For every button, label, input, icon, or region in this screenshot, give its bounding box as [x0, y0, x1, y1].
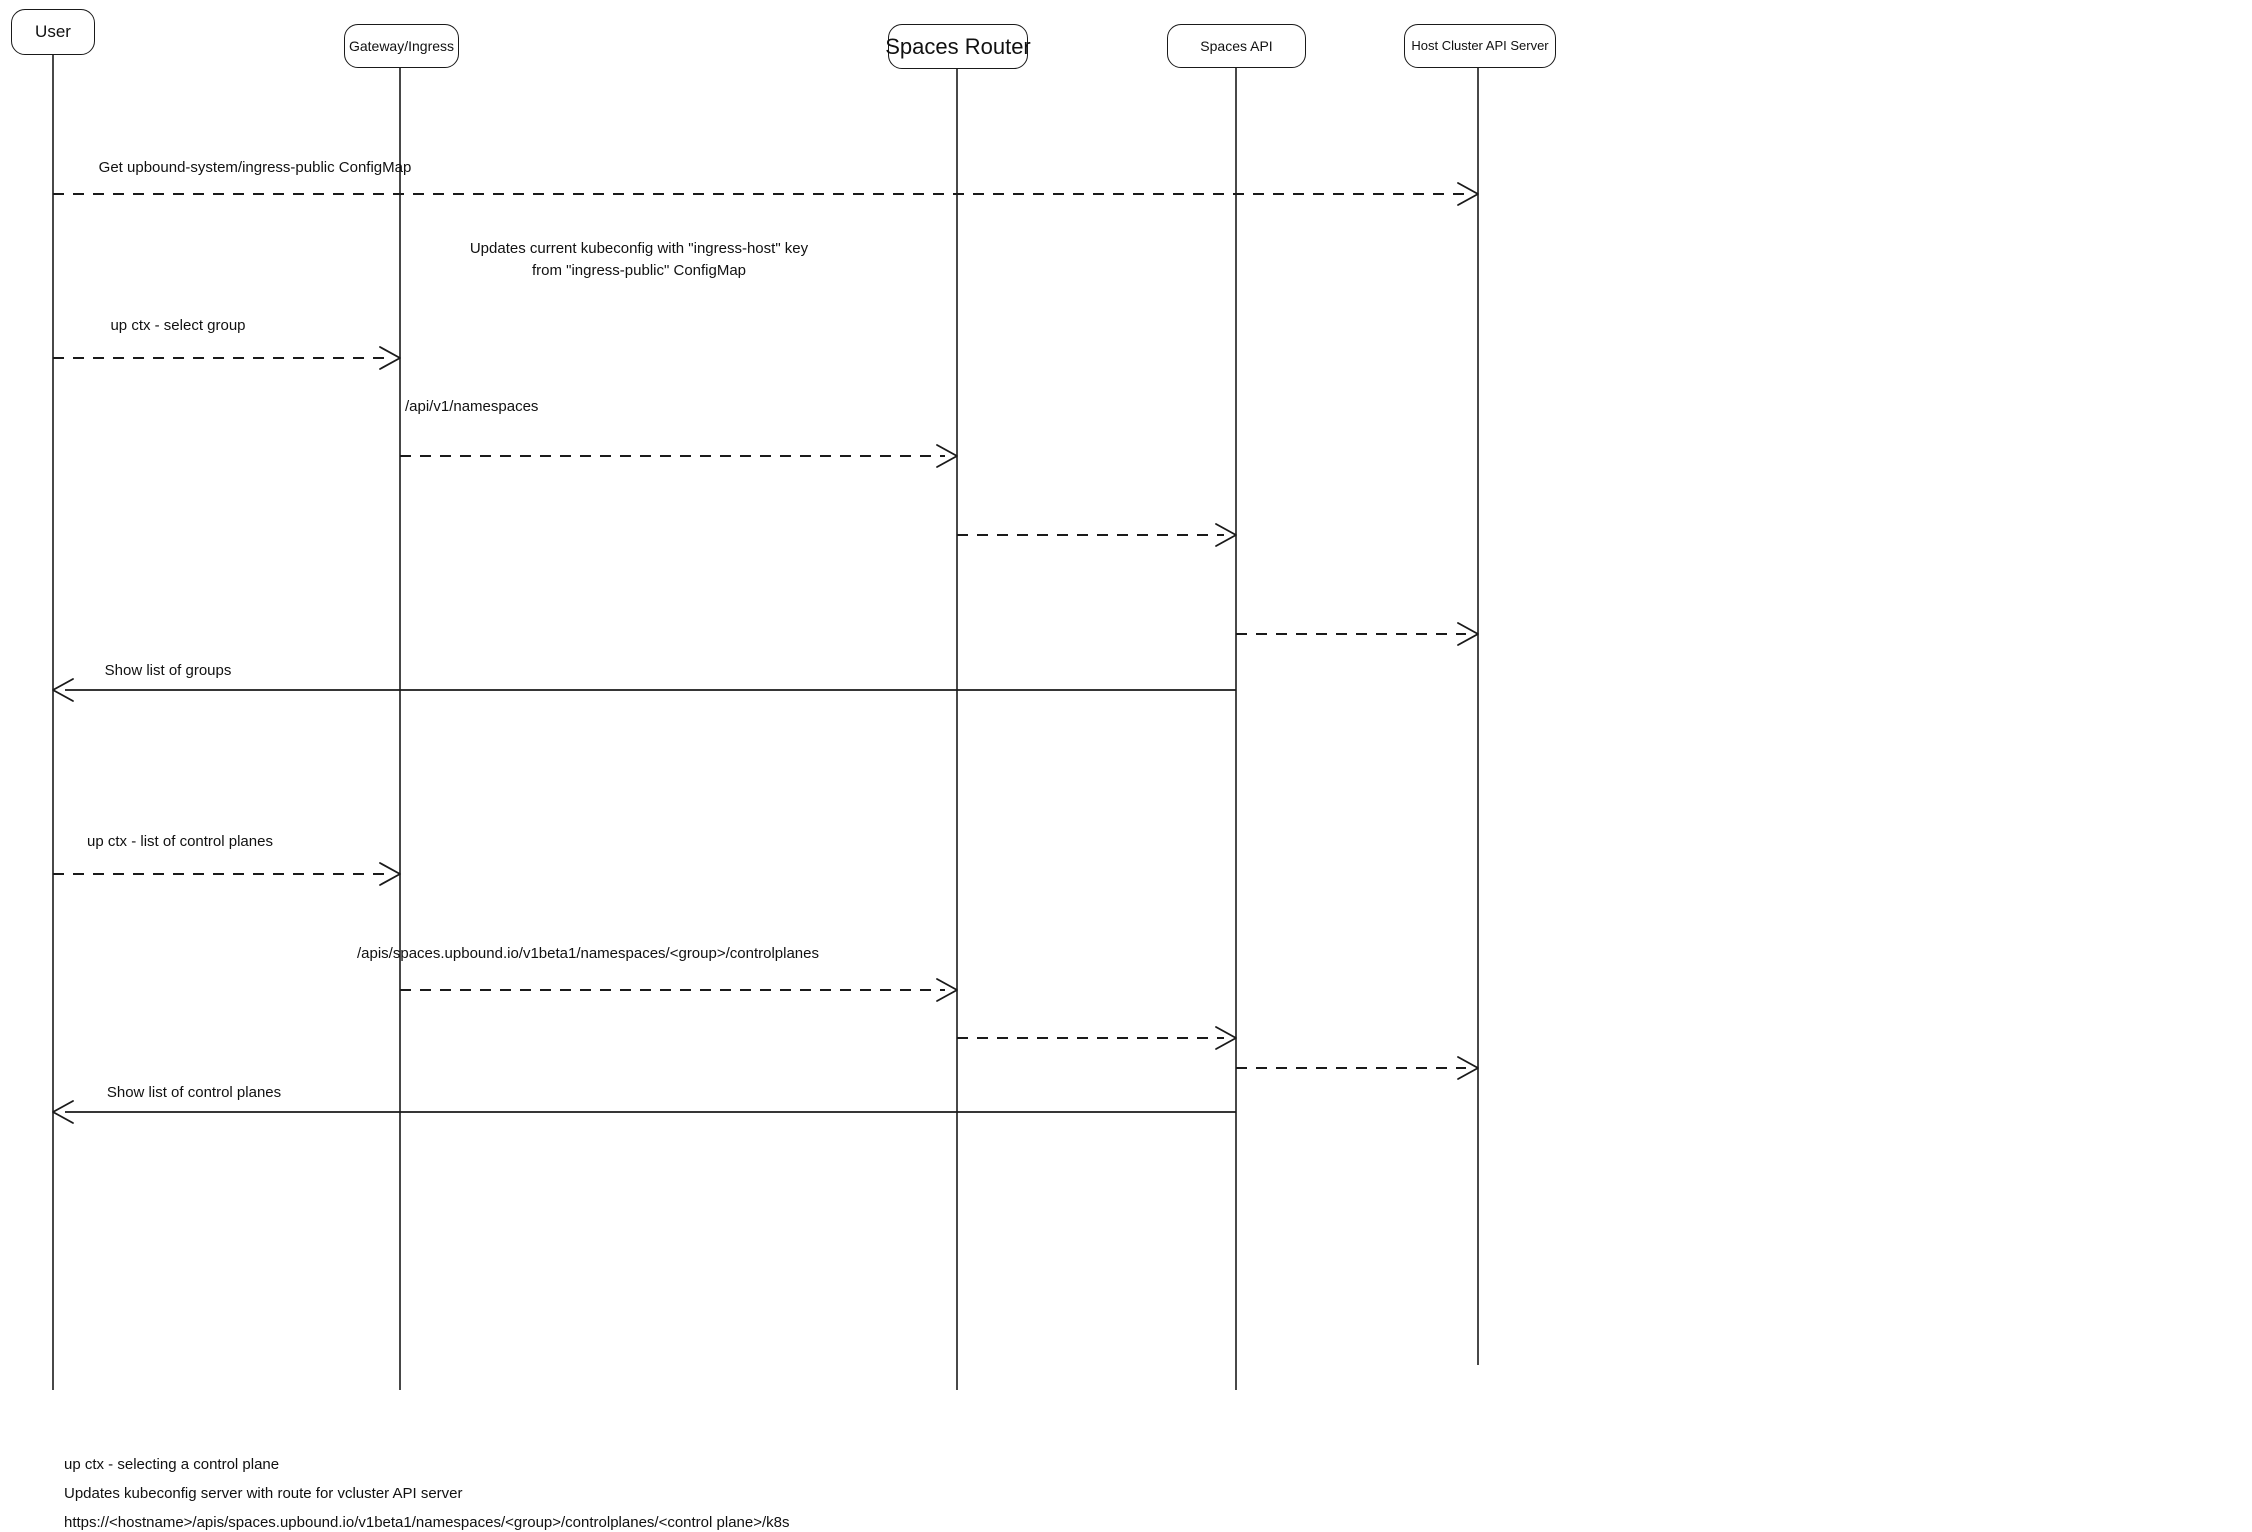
message-arrows-group: [52, 182, 1479, 1124]
footer-note-f1: up ctx - selecting a control plane: [64, 1456, 280, 1473]
footer-note-f2: Updates kubeconfig server with route for…: [64, 1485, 463, 1502]
actor-box-gateway[interactable]: Gateway/Ingress: [344, 24, 459, 68]
arrow-head: [1215, 1026, 1237, 1050]
actor-box-host[interactable]: Host Cluster API Server: [1404, 24, 1556, 68]
arrow-head: [379, 862, 401, 886]
actor-label-gateway: Gateway/Ingress: [348, 37, 455, 54]
message-arrow-m10[interactable]: [1236, 1056, 1479, 1080]
floating-note-n2: from "ingress-public" ConfigMap: [531, 262, 747, 279]
message-arrow-m9[interactable]: [957, 1026, 1237, 1050]
actor-box-user[interactable]: User: [11, 9, 95, 55]
arrow-head: [1457, 1056, 1479, 1080]
arrow-head: [1215, 523, 1237, 547]
arrow-head: [379, 346, 401, 370]
message-label-m2: up ctx - select group: [110, 317, 246, 334]
message-label-m3: /api/v1/namespaces: [405, 398, 539, 415]
actor-box-router[interactable]: Spaces Router: [885, 24, 1031, 69]
message-label-m11: Show list of control planes: [106, 1084, 282, 1101]
message-arrow-m4[interactable]: [957, 523, 1237, 547]
arrow-head: [1457, 182, 1479, 206]
message-arrow-m11[interactable]: [52, 1100, 1236, 1124]
message-label-m7: up ctx - list of control planes: [87, 833, 273, 850]
message-label-m6: Show list of groups: [104, 662, 232, 679]
actor-label-api: Spaces API: [1200, 37, 1273, 54]
message-arrow-m3[interactable]: [400, 444, 958, 468]
actor-label-router: Spaces Router: [885, 33, 1031, 59]
message-label-m1: Get upbound-system/ingress-public Config…: [98, 159, 412, 176]
message-arrow-m8[interactable]: [400, 978, 958, 1002]
actor-box-api[interactable]: Spaces API: [1167, 24, 1306, 68]
message-arrow-m2[interactable]: [53, 346, 401, 370]
arrow-head: [52, 1100, 74, 1124]
actor-label-host: Host Cluster API Server: [1411, 37, 1549, 53]
lifelines-group: [52, 55, 1479, 1390]
floating-note-n1: Updates current kubeconfig with "ingress…: [469, 240, 809, 257]
message-label-m8: /apis/spaces.upbound.io/v1beta1/namespac…: [357, 945, 819, 962]
actor-label-user: User: [35, 22, 71, 42]
footer-note-f3: https://<hostname>/apis/spaces.upbound.i…: [64, 1514, 790, 1531]
message-arrow-m5[interactable]: [1236, 622, 1479, 646]
message-arrow-m6[interactable]: [52, 678, 1236, 702]
message-arrow-m7[interactable]: [53, 862, 401, 886]
message-arrow-m1[interactable]: [53, 182, 1479, 206]
arrow-head: [52, 678, 74, 702]
arrow-head: [936, 978, 958, 1002]
arrow-head: [1457, 622, 1479, 646]
arrow-head: [936, 444, 958, 468]
